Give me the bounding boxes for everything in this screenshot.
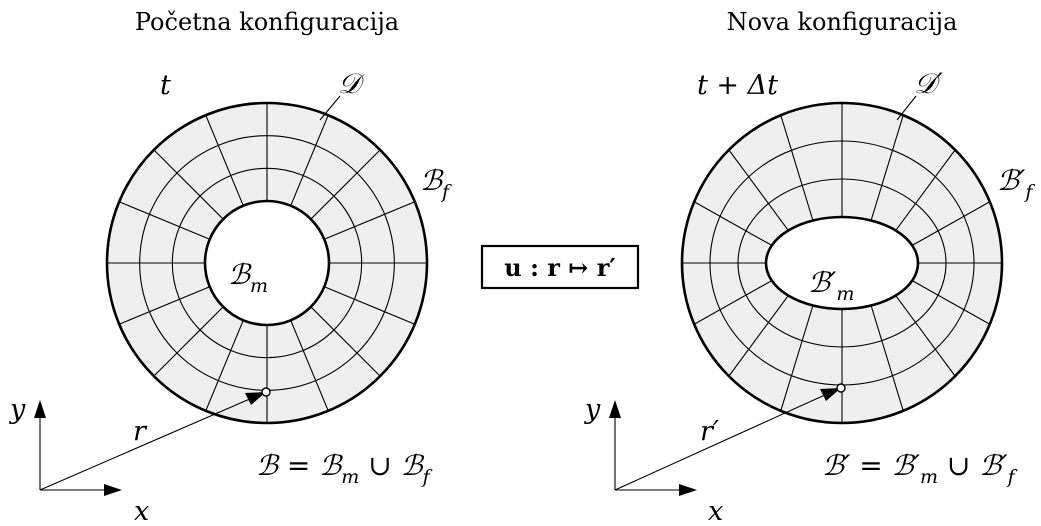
initial-mesh-diagonal-spoke	[205, 114, 244, 206]
initial-mesh-diagonal-spoke	[118, 201, 210, 240]
x-axis-label-new: x	[708, 496, 723, 526]
initial-mesh-outer-boundary	[105, 101, 429, 425]
y-axis-label: y	[9, 394, 26, 425]
material-point-new	[836, 383, 846, 393]
radius-label: r	[133, 416, 148, 447]
deformed-mesh-fill	[682, 103, 1002, 423]
deformed-mesh-outer-boundary	[680, 101, 1004, 425]
initial-mesh-diagonal-spoke	[118, 286, 210, 325]
initial-mesh-diagonal-spoke	[290, 114, 329, 206]
radius-label-new: r′	[700, 416, 719, 447]
position-vector-new	[614, 393, 828, 491]
domain-label-new: 𝒟′	[914, 67, 943, 100]
domain-leader-line	[319, 95, 341, 121]
deformed-mesh-diagonal-spoke	[780, 115, 814, 221]
deformed-mesh-diagonal-spoke	[870, 305, 904, 411]
deformed-mesh-axis-spoke	[895, 149, 956, 231]
deformed-mesh-axis-spoke	[728, 149, 789, 231]
x-axis-label: x	[134, 496, 149, 526]
deformed-mesh-diagonal-spoke	[693, 280, 773, 325]
time-label: t	[160, 70, 171, 101]
mapping-label: u : r ↦ r′	[504, 253, 615, 282]
deformed-mesh-axis-spoke	[728, 295, 789, 377]
y-axis-arrowhead-new	[609, 400, 621, 418]
mapping-box	[480, 244, 640, 290]
initial-mesh-inner-boundary	[203, 199, 331, 327]
initial-mesh-diagonal-spoke	[324, 201, 416, 240]
new-configuration-title: Nova konfiguracija	[727, 8, 958, 36]
deformed-mesh	[680, 101, 1004, 425]
initial-configuration-title: Početna konfiguracija	[135, 8, 399, 36]
body-union-equation-new: ℬ′ = ℬ′m ∪ ℬ′f	[822, 449, 1018, 488]
initial-mesh-diagonal-spoke	[290, 320, 329, 412]
material-point	[261, 387, 271, 397]
y-axis-label-new: y	[584, 394, 601, 425]
deformed-mesh-diagonal-spoke	[911, 280, 991, 325]
initial-mesh-axis-spoke	[310, 149, 381, 220]
initial-mesh	[105, 101, 429, 425]
body-union-equation: ℬ = ℬm ∪ ℬf	[256, 449, 433, 488]
domain-leader-line-new	[896, 95, 917, 121]
position-vector-arrowhead	[245, 392, 266, 405]
initial-mesh-diagonal-spoke	[324, 286, 416, 325]
initial-mesh-axis-spoke	[310, 306, 381, 377]
time-label-new: t + Δt	[697, 70, 778, 101]
deformed-mesh-diagonal-spoke	[870, 115, 904, 221]
position-vector	[39, 397, 253, 491]
x-axis-arrowhead-new	[679, 484, 697, 496]
deformed-mesh-inner-boundary	[764, 215, 920, 311]
initial-mesh-axis-spoke	[153, 149, 224, 220]
initial-mesh-axis-spoke	[153, 306, 224, 377]
membrane-boundary-label-new: ℬ′m	[808, 266, 854, 305]
x-axis-arrowhead	[104, 484, 122, 496]
membrane-boundary-label: ℬm	[228, 258, 268, 297]
deformed-mesh-diagonal-spoke	[693, 201, 773, 246]
deformed-mesh-axis-spoke	[895, 295, 956, 377]
initial-mesh-diagonal-spoke	[205, 320, 244, 412]
deformed-mesh-diagonal-spoke	[780, 305, 814, 411]
free-boundary-label-new: ℬ′f	[997, 164, 1035, 203]
free-boundary-label: ℬf	[420, 164, 452, 203]
domain-label: 𝒟	[338, 67, 365, 100]
deformed-mesh-diagonal-spoke	[911, 201, 991, 246]
position-vector-arrowhead-new	[820, 388, 841, 401]
y-axis-arrowhead	[34, 400, 46, 418]
